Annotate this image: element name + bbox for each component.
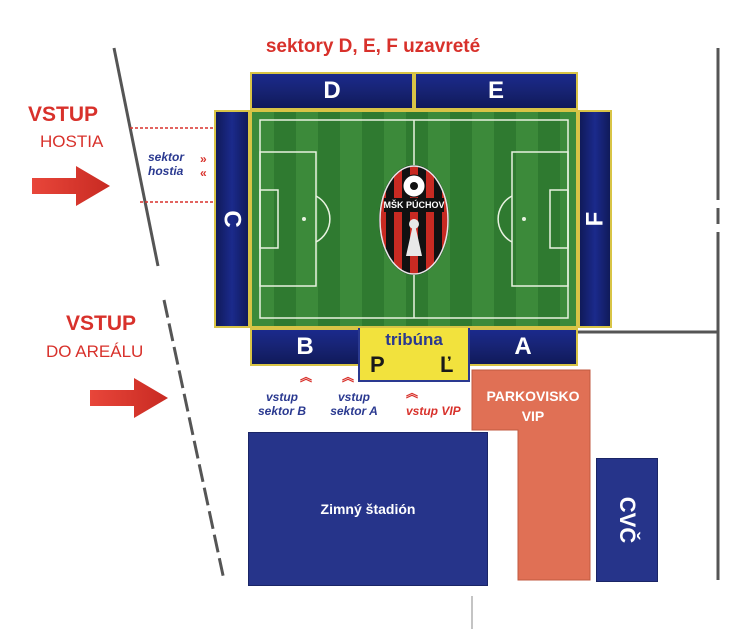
- sector-a-label: A: [514, 333, 532, 360]
- parking-line2: VIP: [521, 408, 545, 424]
- winter-stadium: Zimný štadión: [248, 432, 488, 586]
- vstup-a-line1: vstup: [337, 390, 370, 404]
- tribuna-left-label: P: [370, 352, 385, 377]
- chevron-up-b-icon: ︽: [300, 370, 313, 384]
- sector-f-label: F: [580, 211, 608, 227]
- sector-c-label: C: [219, 210, 246, 228]
- cvc-label: CVČ: [614, 496, 640, 544]
- sector-d: D: [250, 72, 414, 110]
- arrow-away-icon: [32, 166, 110, 206]
- chevron-left-icon: «: [200, 166, 207, 180]
- club-logo-text: MŠK PÚCHOV: [383, 200, 445, 210]
- parking-line1: PARKOVISKO: [486, 388, 580, 404]
- tribuna-right-label: Ľ: [440, 352, 454, 377]
- football-pitch: MŠK PÚCHOV: [250, 110, 578, 328]
- vstup-b-line2: sektor B: [257, 404, 307, 418]
- sector-b: B: [250, 328, 360, 366]
- sector-f: F: [578, 110, 612, 328]
- fence-left-lower: [162, 299, 226, 581]
- entrance-area-label: VSTUP: [66, 312, 137, 335]
- tribuna-box: tribúna P Ľ: [358, 326, 470, 382]
- sektor-hostia-line1: sektor: [148, 150, 185, 164]
- arrow-area-icon: [90, 378, 168, 418]
- vstup-sektor-b: vstup sektor B: [252, 390, 312, 418]
- chevron-right-icon: »: [200, 152, 207, 166]
- cvc-building: CVČ: [596, 458, 658, 582]
- club-logo-icon: [379, 165, 449, 275]
- vstup-sektor-a: vstup sektor A: [322, 390, 386, 418]
- chevron-up-vip-icon: ︽: [406, 386, 419, 400]
- sector-d-label: D: [323, 77, 341, 104]
- sektor-hostia-line2: hostia: [148, 164, 184, 178]
- sector-a: A: [468, 328, 578, 366]
- parking-vip-area: [471, 369, 591, 581]
- vstup-vip-label: vstup VIP: [406, 404, 461, 418]
- fence-left-upper: [112, 47, 160, 267]
- sector-e: E: [414, 72, 578, 110]
- map-title: sektory D, E, F uzavreté: [265, 36, 481, 57]
- entrance-away-label: VSTUP: [28, 103, 99, 126]
- entrance-away-sublabel: HOSTIA: [40, 132, 104, 151]
- vstup-b-line1: vstup: [265, 390, 298, 404]
- sector-b-label: B: [296, 333, 314, 360]
- sector-c: C: [214, 110, 250, 328]
- sector-e-label: E: [487, 77, 504, 104]
- entrance-area-sublabel: DO AREÁLU: [46, 342, 144, 361]
- vstup-a-line2: sektor A: [330, 404, 378, 418]
- winter-stadium-label: Zimný štadión: [320, 501, 416, 517]
- chevron-up-a-icon: ︽: [342, 370, 355, 384]
- tribuna-label: tribúna: [385, 330, 443, 349]
- sektor-hostia-label: sektor hostia: [148, 150, 184, 178]
- parking-vip-label: PARKOVISKO VIP: [478, 386, 588, 426]
